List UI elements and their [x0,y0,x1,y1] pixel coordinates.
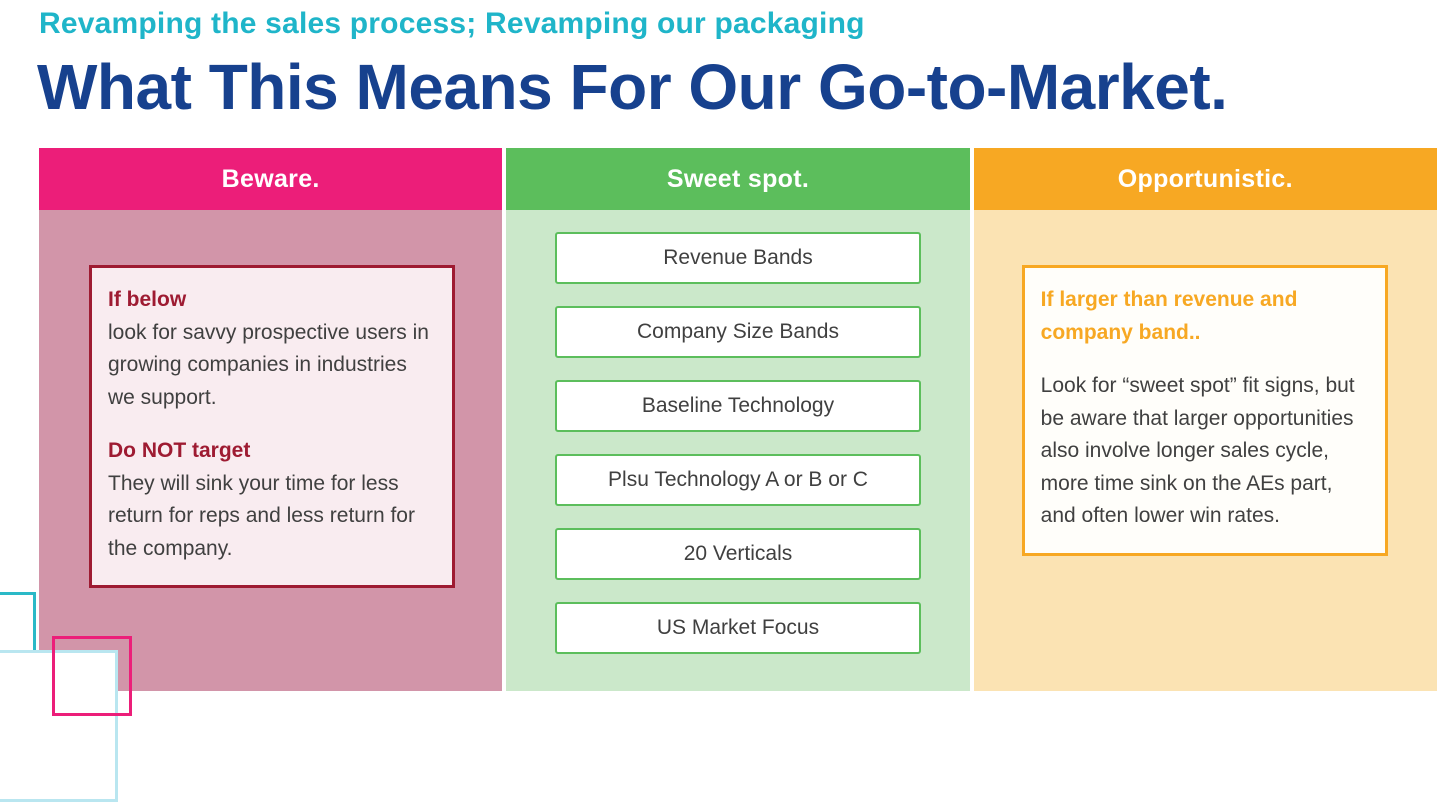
beware-section-1: If below look for savvy prospective user… [108,284,436,414]
opportunistic-card: If larger than revenue and company band.… [1021,265,1388,556]
opportunistic-body: Look for “sweet spot” fit signs, but be … [1040,374,1355,528]
sweet-spot-item-20-verticals: 20 Verticals [554,528,921,580]
column-beware: Beware. If below look for savvy prospect… [39,148,503,691]
column-body-opportunistic: If larger than revenue and company band.… [973,210,1437,691]
teal-square-outline [0,592,36,654]
sweet-spot-item-plsu-technology: Plsu Technology A or B or C [554,454,921,506]
column-header-sweet-spot: Sweet spot. [506,148,970,210]
column-body-beware: If below look for savvy prospective user… [39,210,503,691]
sweet-spot-item-company-size-bands: Company Size Bands [554,306,921,358]
beware-section-2: Do NOT target They will sink your time f… [108,435,436,565]
sweet-spot-item-baseline-technology: Baseline Technology [554,380,921,432]
sweet-spot-item-us-market-focus: US Market Focus [554,602,921,654]
slide-title: What This Means For Our Go-to-Market. [37,51,1228,123]
opportunistic-heading: If larger than revenue and company band.… [1040,288,1298,344]
slide-kicker: Revamping the sales process; Revamping o… [39,7,865,40]
beware-heading-2: Do NOT target [108,439,251,463]
beware-body-1: look for savvy prospective users in grow… [108,320,429,409]
beware-body-2: They will sink your time for less return… [108,471,415,560]
column-header-beware: Beware. [39,148,503,210]
column-header-opportunistic: Opportunistic. [973,148,1437,210]
sweet-spot-item-revenue-bands: Revenue Bands [554,232,921,284]
beware-heading-1: If below [108,288,187,311]
sweet-spot-list: Revenue Bands Company Size Bands Baselin… [506,210,969,654]
column-sweet-spot: Sweet spot. Revenue Bands Company Size B… [506,148,970,691]
columns-container: Beware. If below look for savvy prospect… [39,148,1437,691]
pink-square-outline [52,636,132,716]
column-opportunistic: Opportunistic. If larger than revenue an… [973,148,1437,691]
beware-card: If below look for savvy prospective user… [89,265,455,589]
column-body-sweet-spot: Revenue Bands Company Size Bands Baselin… [506,210,970,691]
